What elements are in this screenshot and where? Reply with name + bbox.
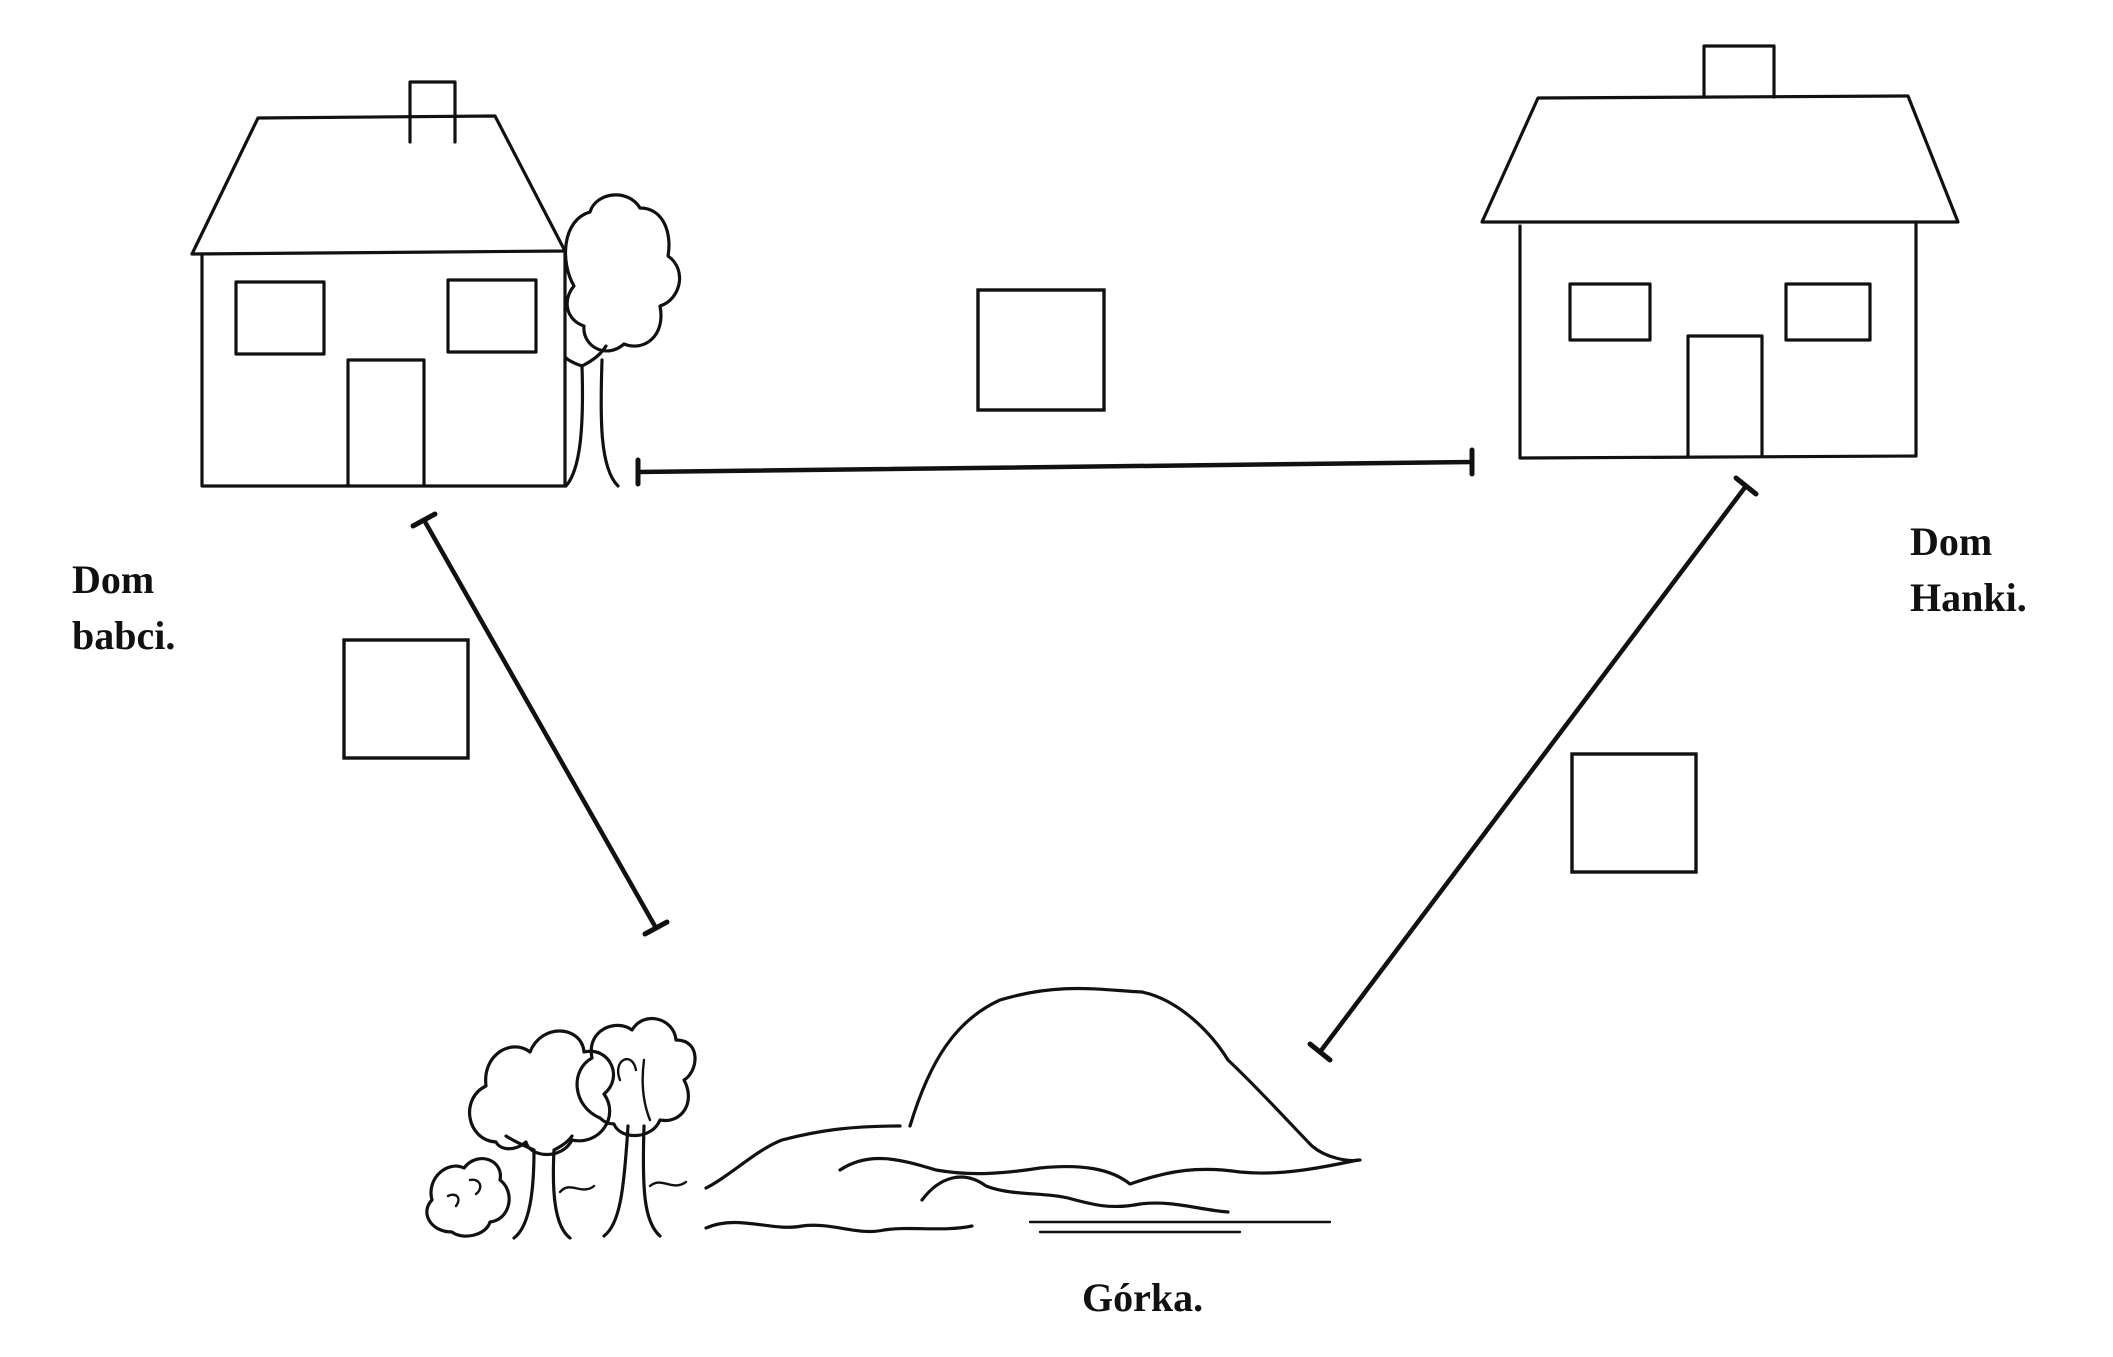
grandma-house-window-left bbox=[234, 280, 326, 356]
hanka-house-door bbox=[1686, 334, 1764, 458]
hill-label: Górka. bbox=[1082, 1275, 1204, 1320]
grandma-house-wall bbox=[200, 249, 567, 488]
tree-large-trunk bbox=[504, 1134, 574, 1240]
hanka-house-window-right bbox=[1784, 282, 1872, 342]
hill-outline bbox=[908, 986, 1362, 1163]
tree-right-crown bbox=[575, 1017, 697, 1138]
tree-large-crown bbox=[468, 1029, 616, 1156]
grandma-house bbox=[190, 80, 567, 488]
tree-grandma-house bbox=[563, 193, 682, 488]
hill bbox=[704, 986, 1362, 1234]
grandma-house-roof bbox=[190, 114, 567, 256]
grass-tufts bbox=[558, 1180, 688, 1194]
tree-crown bbox=[563, 193, 682, 353]
hanka-house-window-left bbox=[1568, 282, 1652, 342]
line-hanka-hill bbox=[1307, 475, 1759, 1063]
grandma-house-label: Dom babci. bbox=[72, 557, 176, 658]
trees-near-hill bbox=[425, 1017, 697, 1240]
hanka-house-roof bbox=[1480, 94, 1960, 224]
grandma-house-door bbox=[346, 358, 426, 488]
hill-contour-1 bbox=[704, 1124, 1360, 1190]
bush bbox=[425, 1157, 511, 1238]
answer-box-grandma-hill[interactable] bbox=[342, 638, 470, 760]
hanka-house-label: Dom Hanki. bbox=[1910, 519, 2027, 620]
line-grandma-hill bbox=[410, 511, 670, 937]
tree-trunk bbox=[564, 344, 620, 488]
grandma-house-window-right bbox=[446, 278, 538, 354]
hanka-house bbox=[1480, 44, 1960, 460]
tree-right-trunk bbox=[602, 1124, 662, 1238]
grandma-house-chimney bbox=[408, 80, 457, 144]
answer-box-grandma-hanka[interactable] bbox=[976, 288, 1106, 412]
hill-contour-2 bbox=[704, 1175, 1230, 1234]
answer-box-hanka-hill[interactable] bbox=[1570, 752, 1698, 874]
line-grandma-hanka bbox=[635, 447, 1475, 487]
hanka-house-chimney bbox=[1702, 44, 1776, 99]
hanka-house-wall bbox=[1518, 222, 1918, 460]
